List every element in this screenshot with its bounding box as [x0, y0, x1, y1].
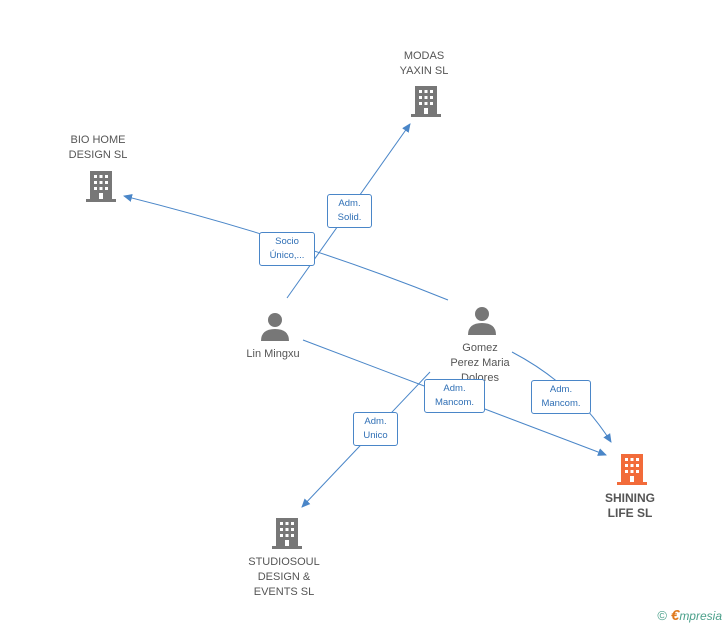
edge-label-gomez-shining: Adm. Mancom.: [531, 380, 591, 414]
building-icon-bio-home[interactable]: [86, 171, 116, 202]
copyright-symbol: ©: [657, 608, 667, 623]
empresia-logo-initial: €: [670, 607, 680, 624]
edge-label-gomez-bio: Socio Único,...: [259, 232, 315, 266]
node-label-modas[interactable]: MODAS YAXIN SL: [399, 50, 449, 77]
edge-label-lin-modas: Adm. Solid.: [327, 194, 372, 228]
node-label-bio-home[interactable]: BIO HOME DESIGN SL: [68, 134, 128, 161]
edge-label-gomez-studio: Adm. Unico: [353, 412, 398, 446]
node-label-studiosoul[interactable]: STUDIOSOUL DESIGN & EVENTS SL: [248, 556, 320, 598]
node-label-gomez[interactable]: Gomez Perez Maria Dolores: [450, 342, 510, 384]
empresia-watermark: ©€mpresia: [657, 607, 722, 624]
building-icon-shining[interactable]: [617, 454, 647, 485]
empresia-logo-text: mpresia: [679, 609, 722, 623]
building-icon-studiosoul[interactable]: [272, 518, 302, 549]
node-label-lin[interactable]: Lin Mingxu: [246, 348, 300, 360]
person-icon-gomez[interactable]: [468, 307, 496, 335]
building-icon-modas[interactable]: [411, 84, 441, 118]
node-label-shining[interactable]: SHINING LIFE SL: [604, 491, 655, 520]
person-icon-lin[interactable]: [261, 313, 289, 341]
edge-label-lin-shining: Adm. Mancom.: [424, 379, 485, 413]
